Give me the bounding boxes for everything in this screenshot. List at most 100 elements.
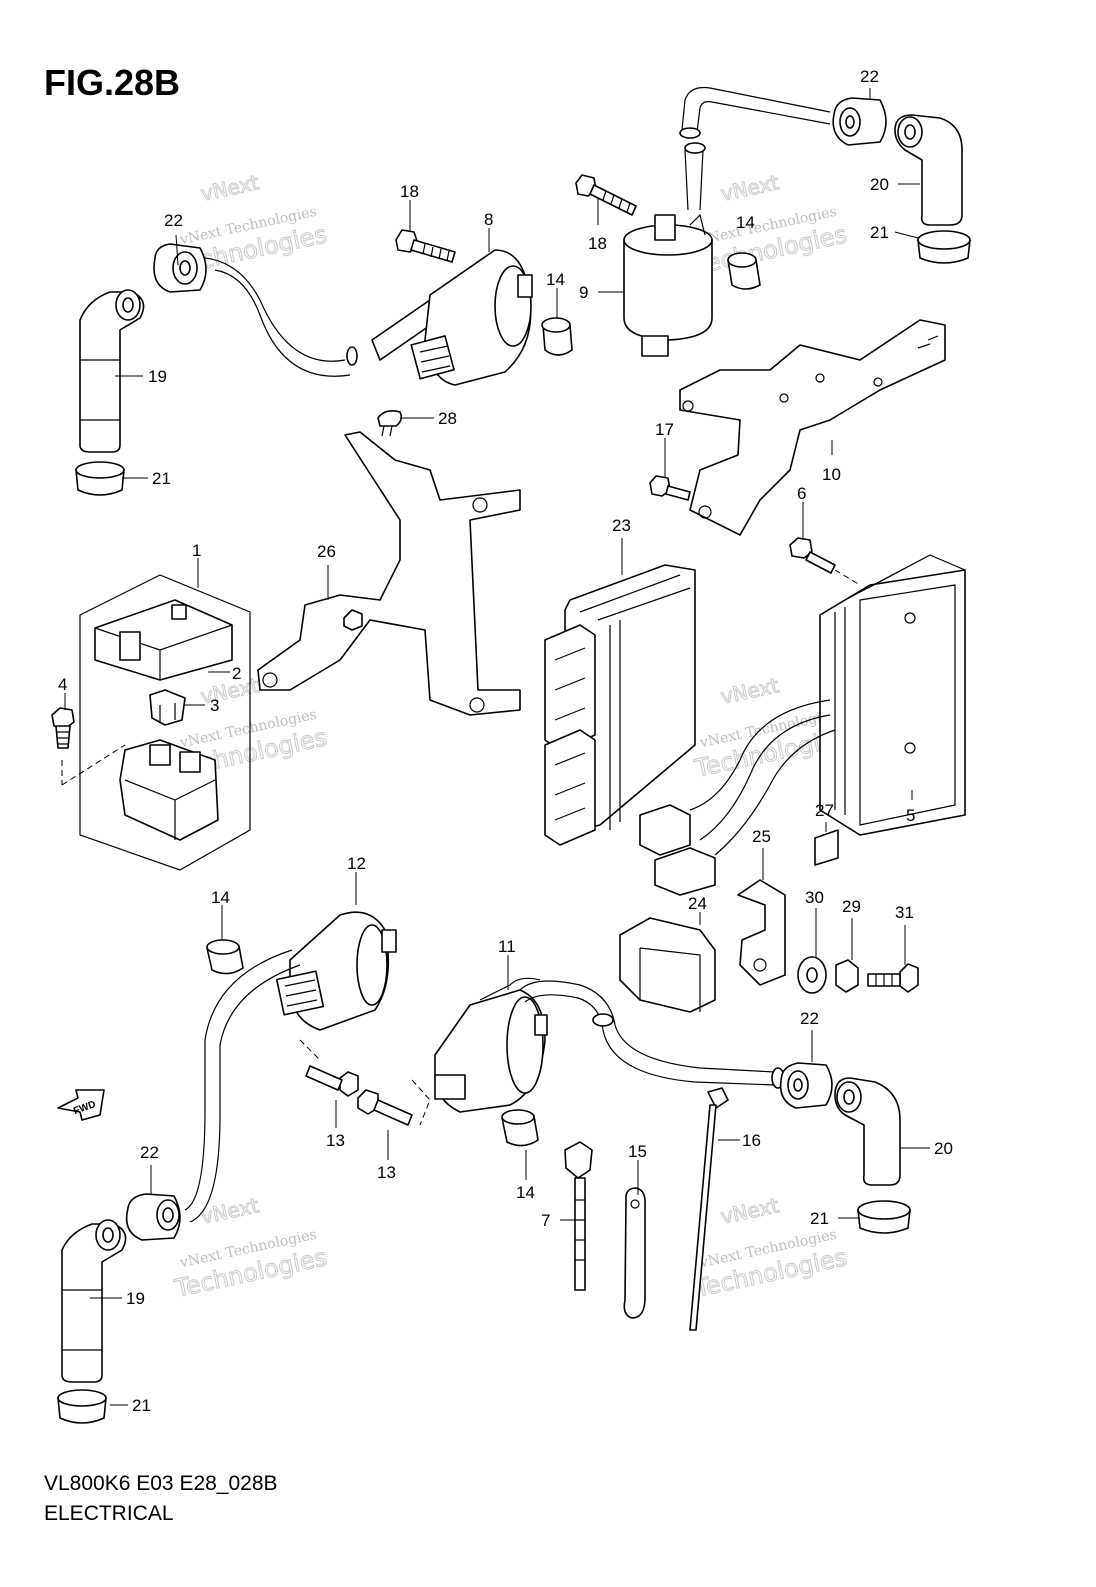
coil-11-dashed-lead bbox=[411, 1079, 431, 1126]
ignition-coil-11 bbox=[434, 977, 548, 1113]
callout-14d: 14 bbox=[736, 213, 755, 232]
callout-21a: 21 bbox=[152, 469, 171, 488]
callout-17: 17 bbox=[655, 420, 674, 439]
hightension-lead-bottom-left bbox=[184, 949, 301, 1223]
callout-20a: 20 bbox=[870, 175, 889, 194]
callout-27: 27 bbox=[815, 801, 834, 820]
callout-29: 29 bbox=[842, 897, 861, 916]
fuse-3 bbox=[149, 689, 186, 726]
callout-7: 7 bbox=[541, 1211, 550, 1230]
callout-18a: 18 bbox=[400, 182, 419, 201]
bolt-13a bbox=[299, 1039, 359, 1097]
watermark-bottom-left: vNext vNext Technologies Technologies bbox=[171, 1193, 330, 1304]
collar-14-bottom bbox=[501, 1109, 539, 1147]
callout-13b: 13 bbox=[377, 1163, 396, 1182]
collar-14-top-right bbox=[727, 252, 761, 290]
spark-plug-cover-bottom-right bbox=[857, 1200, 911, 1234]
clamp-15 bbox=[623, 1187, 646, 1319]
relay-24 bbox=[619, 917, 716, 1013]
callout-21b: 21 bbox=[870, 223, 889, 242]
callout-3: 3 bbox=[210, 696, 219, 715]
starter-relay bbox=[119, 739, 219, 841]
collar-14-top bbox=[541, 317, 573, 356]
callout-20b: 20 bbox=[934, 1139, 953, 1158]
bolt-4 bbox=[51, 707, 75, 749]
plug-cap-top-left bbox=[79, 289, 145, 453]
callout-30: 30 bbox=[805, 888, 824, 907]
spark-plug-cover-top-right bbox=[917, 230, 971, 264]
callout-9: 9 bbox=[579, 283, 588, 302]
bolt-13b bbox=[357, 1089, 413, 1126]
fwd-arrow-icon: FWD bbox=[57, 1089, 105, 1121]
figure-title: FIG.28B bbox=[44, 62, 181, 103]
rubber-cap-bottom-right bbox=[779, 1062, 833, 1109]
ignition-coil-9 bbox=[623, 213, 713, 357]
figure-name: ELECTRICAL bbox=[44, 1502, 174, 1525]
callout-labels: 1 2 3 4 5 6 7 8 9 10 11 12 13 13 14 14 1… bbox=[58, 67, 953, 1415]
plug-cap-top-right bbox=[894, 114, 963, 226]
label-27 bbox=[814, 829, 839, 866]
bracket-26 bbox=[257, 431, 521, 716]
callout-14c: 14 bbox=[516, 1183, 535, 1202]
svg-text:vNext: vNext bbox=[199, 673, 261, 709]
bolt-4-dashed-lead bbox=[61, 744, 126, 786]
callout-8: 8 bbox=[484, 210, 493, 229]
callout-23: 23 bbox=[612, 516, 631, 535]
callout-22b: 22 bbox=[860, 67, 879, 86]
callout-22d: 22 bbox=[800, 1009, 819, 1028]
regulator-rectifier-5 bbox=[689, 554, 966, 856]
callout-28: 28 bbox=[438, 409, 457, 428]
wire-connectors bbox=[639, 804, 716, 896]
bolt-31 bbox=[867, 963, 919, 993]
callout-31: 31 bbox=[895, 903, 914, 922]
callout-13a: 13 bbox=[326, 1131, 345, 1150]
callout-5: 5 bbox=[906, 806, 915, 825]
spark-plug-cover-top-left bbox=[75, 461, 125, 496]
callout-19b: 19 bbox=[126, 1289, 145, 1308]
hightension-lead-bottom-right bbox=[519, 980, 785, 1089]
callout-25: 25 bbox=[752, 827, 771, 846]
rubber-cap-top-left bbox=[153, 243, 207, 293]
clamp-7 bbox=[564, 1141, 593, 1291]
bracket-25 bbox=[737, 879, 786, 986]
screw-28 bbox=[377, 410, 403, 437]
callout-21c: 21 bbox=[132, 1396, 151, 1415]
spark-plug-cover-bottom-left bbox=[57, 1389, 107, 1424]
plug-cap-bottom-right bbox=[834, 1077, 901, 1186]
svg-text:vNext: vNext bbox=[719, 673, 781, 709]
hightension-lead-top-right bbox=[679, 86, 831, 211]
leader-lines bbox=[64, 88, 930, 1406]
hightension-lead-top-left bbox=[204, 257, 358, 377]
rubber-cap-top-right bbox=[832, 97, 887, 146]
washer-30 bbox=[797, 956, 827, 994]
svg-text:vNext: vNext bbox=[719, 170, 781, 206]
plug-cap-bottom-left bbox=[61, 1219, 127, 1383]
rubber-cap-bottom-left bbox=[125, 1193, 181, 1241]
ecm-23 bbox=[544, 564, 696, 846]
callout-2: 2 bbox=[232, 664, 241, 683]
callout-12: 12 bbox=[347, 854, 366, 873]
callout-6: 6 bbox=[797, 484, 806, 503]
relay-cover-2 bbox=[94, 599, 233, 681]
callout-26: 26 bbox=[317, 542, 336, 561]
relay-assembly-outline bbox=[79, 574, 251, 871]
callout-4: 4 bbox=[58, 675, 67, 694]
bolt-18-left bbox=[395, 229, 456, 263]
band-16 bbox=[689, 1087, 729, 1331]
callout-11: 11 bbox=[498, 937, 516, 956]
figure-code: VL800K6 E03 E28_028B bbox=[44, 1472, 278, 1495]
ignition-coil-12 bbox=[275, 911, 397, 1031]
bracket-10 bbox=[679, 319, 946, 536]
callout-14b: 14 bbox=[211, 888, 230, 907]
callout-14a: 14 bbox=[546, 270, 565, 289]
ignition-coil-8 bbox=[371, 249, 533, 386]
callout-18b: 18 bbox=[588, 234, 607, 253]
callout-16: 16 bbox=[742, 1131, 761, 1150]
nut-29 bbox=[835, 959, 859, 993]
bolt-18-right bbox=[575, 174, 637, 216]
callout-1: 1 bbox=[192, 541, 201, 560]
callout-15: 15 bbox=[628, 1142, 647, 1161]
callout-19a: 19 bbox=[148, 367, 167, 386]
callout-10: 10 bbox=[822, 465, 841, 484]
